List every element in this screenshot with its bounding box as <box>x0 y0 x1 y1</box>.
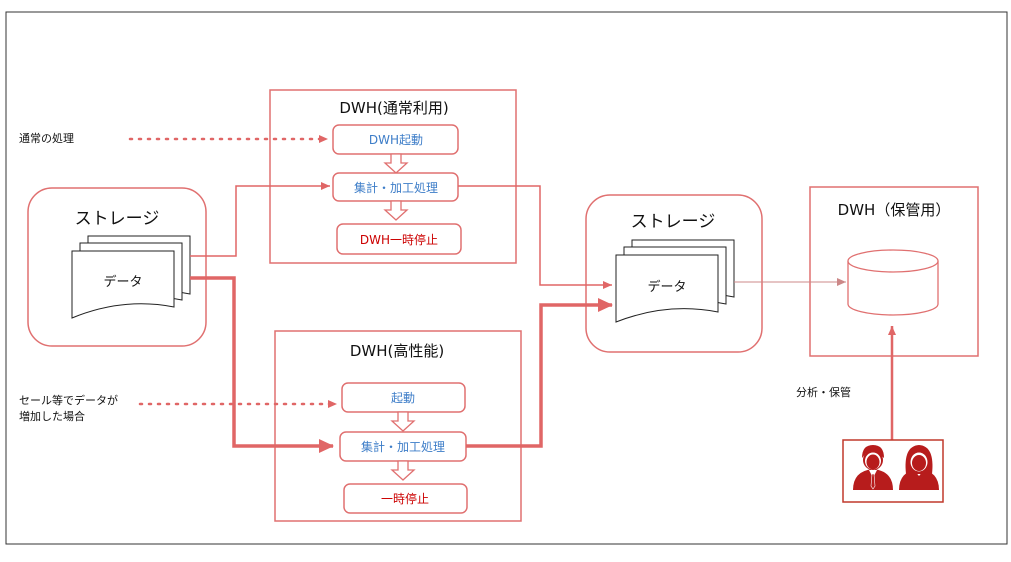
man-avatar-icon <box>853 445 893 490</box>
storage-to-normal-arrow <box>190 182 330 257</box>
database-cylinder-icon <box>847 249 939 316</box>
step-aggregate-label: 集計・加工処理 <box>354 180 438 195</box>
dwh-normal-title: DWH(通常利用) <box>339 99 448 117</box>
dwh-archive-title: DWH（保管用） <box>838 201 951 219</box>
down-arrow <box>383 200 409 221</box>
storage-right-doc-label: データ <box>647 279 686 295</box>
step-dwh-pause <box>336 223 462 255</box>
storage-right: ストレージ データ <box>585 194 763 353</box>
normal-to-storage-arrow <box>458 185 612 289</box>
step-start-label: 起動 <box>391 391 415 405</box>
storage-right-doc-stack <box>615 239 735 323</box>
dwh-high-title: DWH(高性能) <box>350 342 444 360</box>
step-aggregate-high-label: 集計・加工処理 <box>361 439 445 454</box>
step-pause-label: 一時停止 <box>381 491 429 506</box>
sale-label-line2: 増加した場合 <box>19 409 85 423</box>
step-dwh-start-label: DWH起動 <box>369 133 423 147</box>
dwh-high-group: DWH(高性能) 起動 集計・加工処理 一時停止 <box>274 330 522 522</box>
down-arrow <box>390 460 416 481</box>
normal-process-label: 通常の処理 <box>19 132 74 145</box>
dwh-normal-group: DWH(通常利用) DWH起動 集計・加工処理 DWH一時停止 <box>269 89 517 264</box>
analysis-label: 分析・保管 <box>796 385 851 399</box>
storage-left-doc-stack <box>71 235 191 319</box>
storage-left: ストレージ データ <box>27 187 207 347</box>
step-dwh-pause-label: DWH一時停止 <box>360 232 438 247</box>
storage-left-title: ストレージ <box>75 209 160 229</box>
high-to-storage-arrow <box>466 298 613 448</box>
step-pause <box>343 483 468 514</box>
down-arrow <box>390 411 416 432</box>
sale-label-line1: セール等でデータが <box>19 393 118 407</box>
users-box <box>842 439 944 503</box>
storage-right-title: ストレージ <box>631 212 716 232</box>
storage-left-doc-label: データ <box>103 274 142 290</box>
dwh-archive-group: DWH（保管用） <box>809 186 979 357</box>
down-arrow <box>383 153 409 174</box>
storage-to-high-arrow <box>190 276 334 453</box>
woman-avatar-icon <box>899 445 939 490</box>
